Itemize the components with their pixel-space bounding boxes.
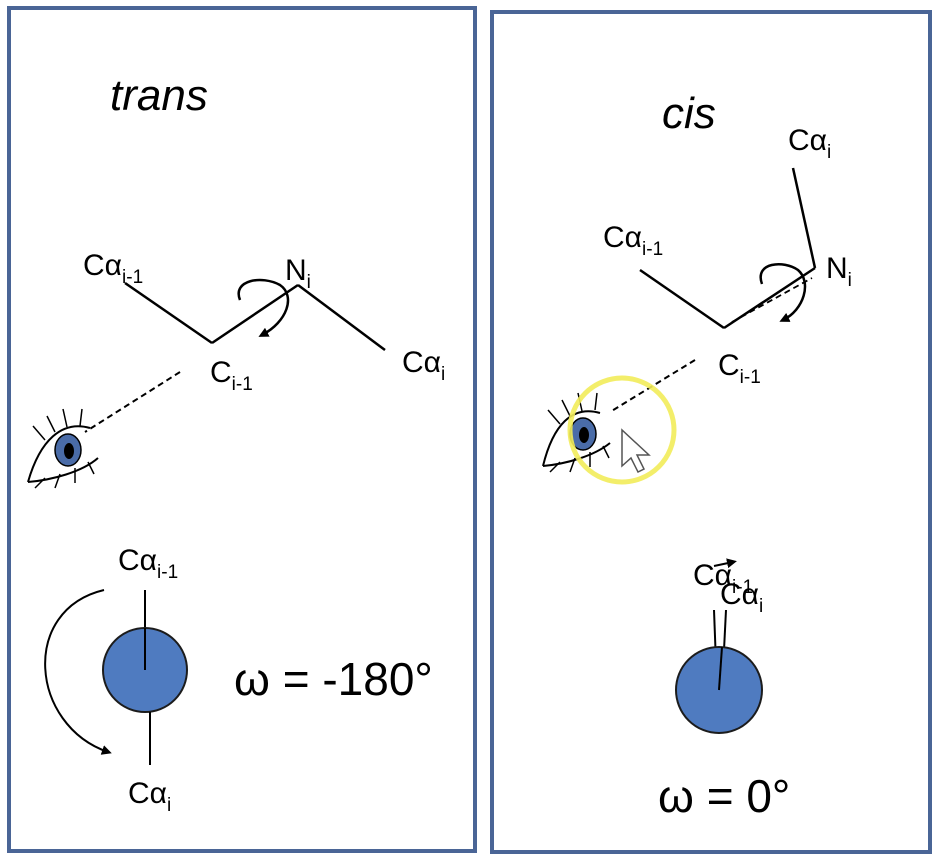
cis-backbone [639,167,817,330]
cis-panel-border [490,10,932,854]
trans-newman-rotation-arrow [44,589,112,755]
cis-rotation-arrow [759,263,807,322]
trans-eye-icon [27,408,99,489]
trans-c-prev-label: Ci-1 [210,356,253,395]
trans-newman-projection [44,589,188,765]
cis-sight-line [609,359,696,413]
cis-eye-icon [542,392,611,473]
trans-ca-prev-label: Cαi-1 [83,249,143,288]
cis-ca-label: Cαi [788,124,831,163]
cis-newman-back-label: Cαi-1 [693,559,753,598]
trans-panel-border [7,6,477,853]
cursor-highlight-ring [567,375,677,485]
cis-omega-label: ω = 0° [658,770,790,822]
trans-n-label: Ni [285,254,311,293]
cis-ca-prev-label: Cαi-1 [603,221,663,260]
trans-panel: trans Cαi-1 Ci-1 Ni Cαi [7,6,477,853]
cis-c-prev-label: Ci-1 [718,349,761,388]
cis-title: cis [662,89,716,138]
trans-sight-line [84,371,181,433]
trans-ca-label: Cαi [402,346,445,385]
cis-newman-front-label: Cαi [720,578,763,617]
cis-panel: cis Cαi Cαi-1 Ni Ci-1 [490,10,932,854]
trans-omega-label: ω = -180° [234,653,433,705]
trans-newman-top-label: Cαi-1 [118,544,178,583]
trans-backbone [124,281,386,352]
cis-newman-rotation-arrow [713,558,737,569]
trans-rotation-arrow [237,278,290,337]
cis-n-label: Ni [826,252,852,291]
cis-newman-projection [675,558,763,734]
trans-newman-bottom-label: Cαi [128,777,171,816]
mouse-pointer-icon [621,428,651,474]
trans-title: trans [110,71,208,120]
